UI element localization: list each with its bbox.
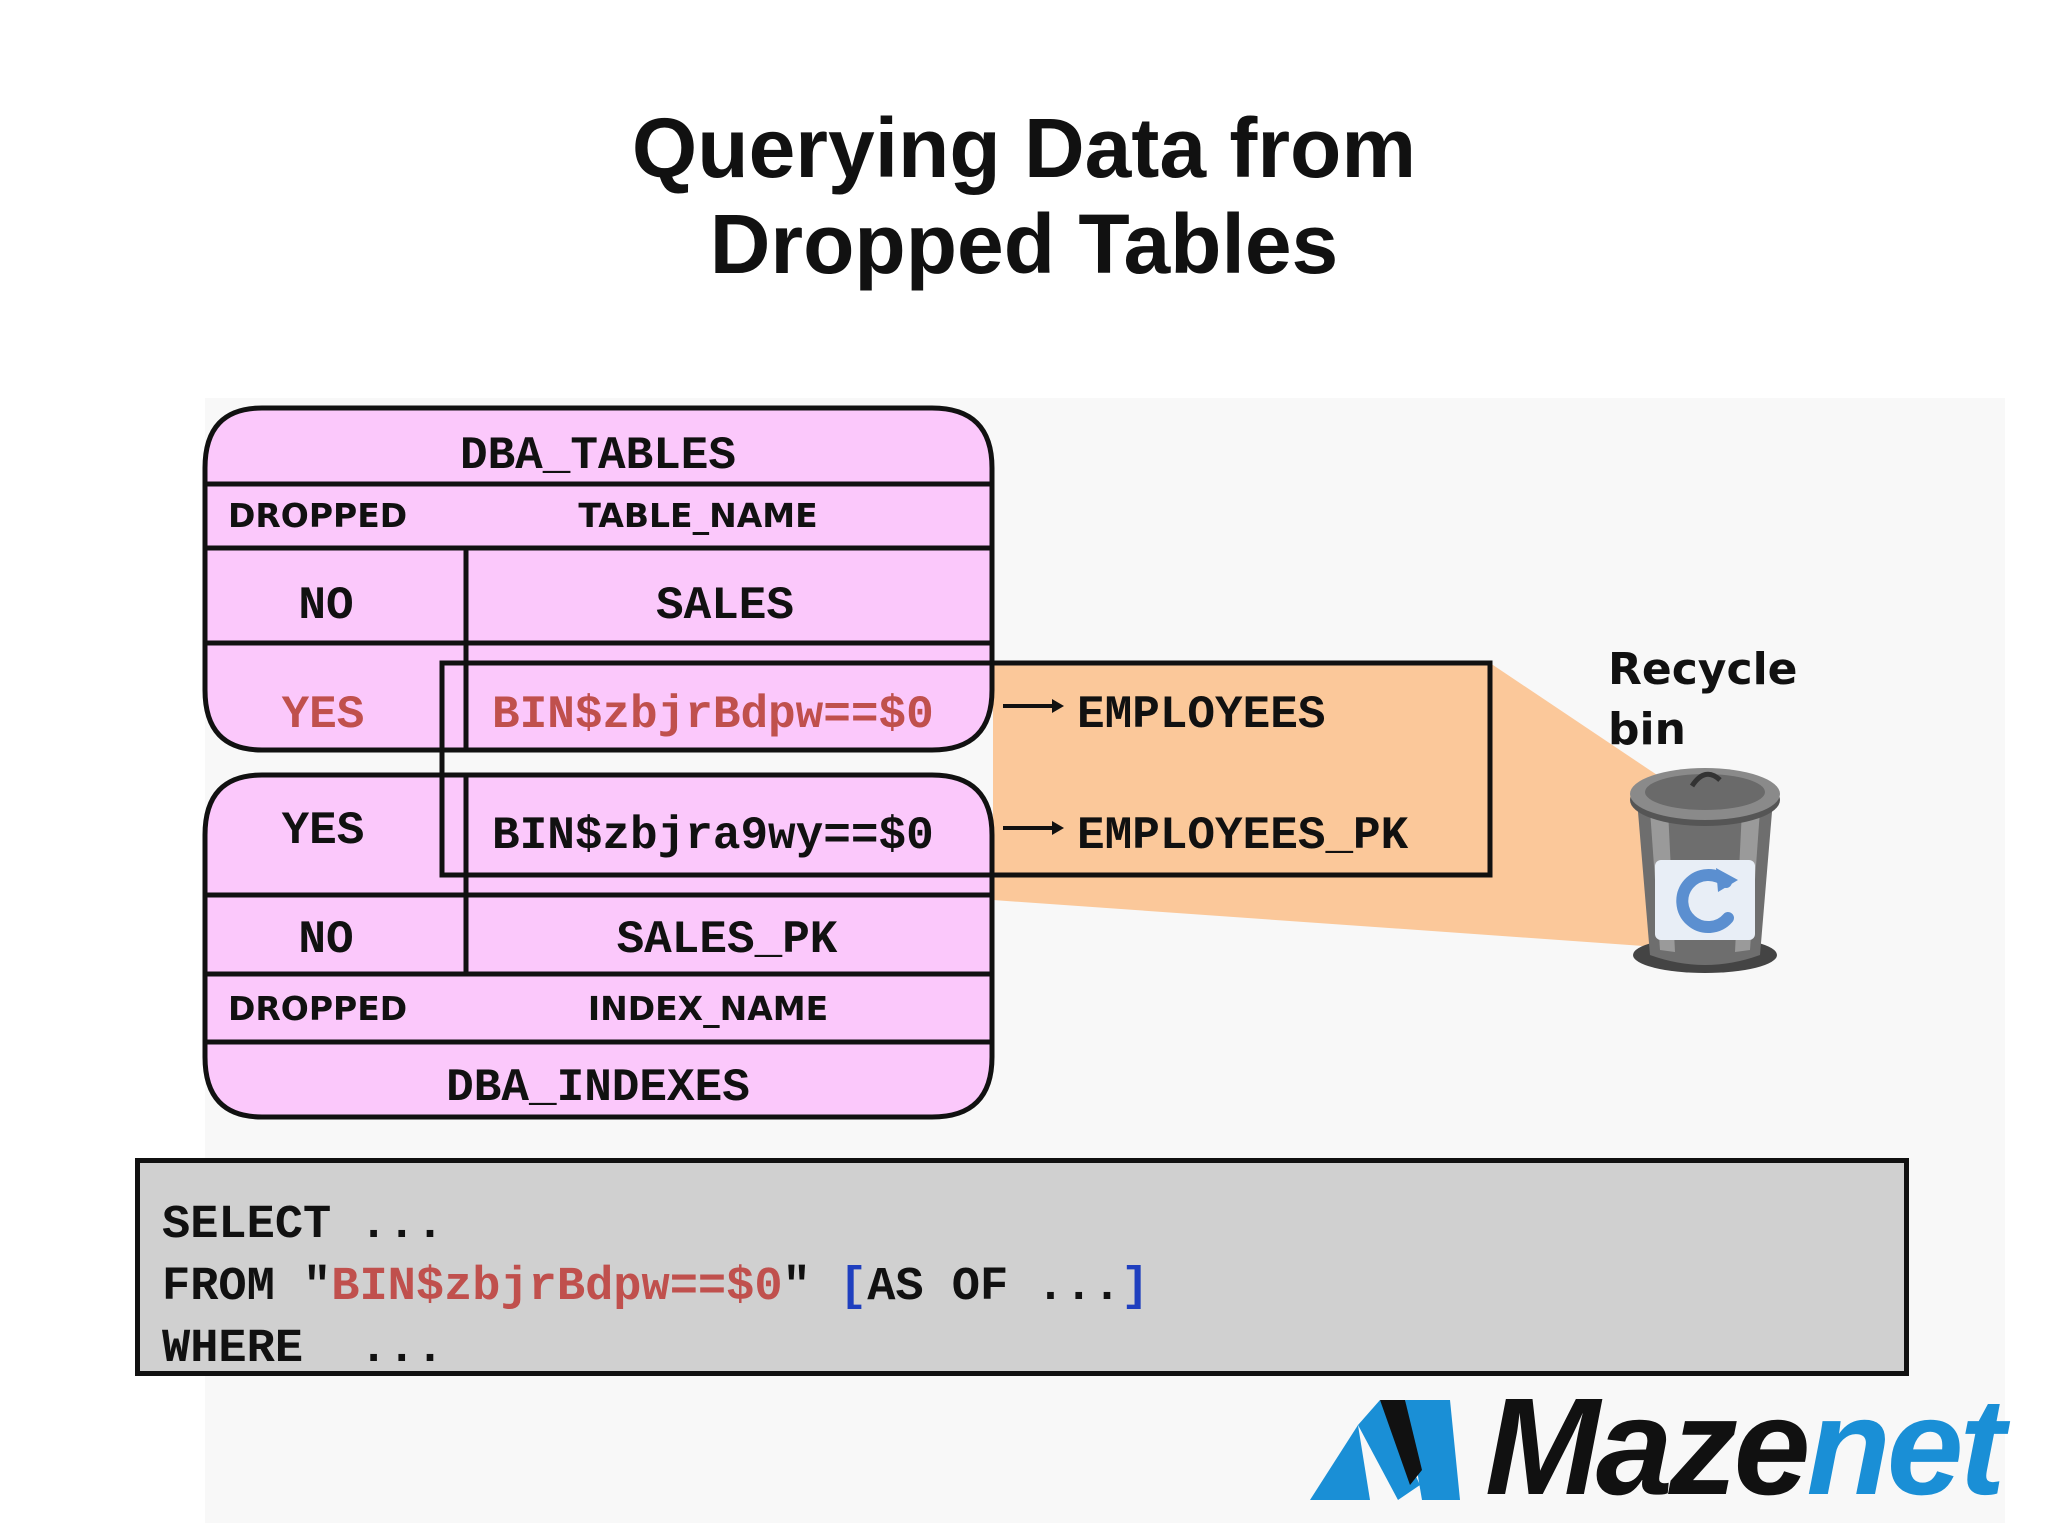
- sql-from-object: BIN$zbjrBdpw==$0: [331, 1261, 783, 1314]
- title-line-2: Dropped Tables: [709, 197, 1339, 291]
- dba-indexes-col-name: INDEX_NAME: [588, 989, 828, 1028]
- recycle-bin-label-line2: bin: [1608, 704, 1686, 755]
- dba-tables-row1-name: SALES: [656, 580, 794, 632]
- mazenet-logo-icon: [1310, 1400, 1460, 1500]
- original-table-name: EMPLOYEES: [1077, 689, 1325, 741]
- original-index-name: EMPLOYEES_PK: [1077, 810, 1409, 862]
- recycle-bin-label: Recycle bin: [1608, 640, 1798, 760]
- dropped-objects-box: [439, 660, 1493, 878]
- mazenet-logo-text: Mazenet: [1485, 1370, 2005, 1524]
- dba-indexes-panel: YES BIN$zbjra9wy==$0 NO SALES_PK DROPPED…: [202, 772, 995, 1120]
- sql-select-line: SELECT ...: [162, 1195, 1904, 1257]
- dba-tables-col-name: TABLE_NAME: [578, 496, 817, 535]
- dba-tables-panel: DBA_TABLES DROPPED TABLE_NAME NO SALES Y…: [202, 405, 995, 753]
- dba-indexes-title: DBA_INDEXES: [446, 1062, 750, 1114]
- sql-select-keyword: SELECT: [162, 1199, 332, 1252]
- dba-tables-row2-name: BIN$zbjrBdpw==$0: [492, 689, 934, 741]
- sql-bracket-open: [: [838, 1261, 868, 1314]
- sql-bracket-close: ]: [1121, 1261, 1150, 1314]
- recycle-bin-label-line1: Recycle: [1608, 644, 1798, 695]
- page-title: Querying Data from Dropped Tables: [0, 100, 2048, 292]
- sql-from-quote-open: ": [274, 1261, 332, 1314]
- logo-text-a: Maze: [1485, 1370, 1810, 1524]
- dba-indexes-row1-name: BIN$zbjra9wy==$0: [492, 810, 934, 862]
- dba-tables-title: DBA_TABLES: [460, 430, 736, 482]
- dba-indexes-col-dropped: DROPPED: [228, 989, 407, 1028]
- dba-tables-row2-dropped: YES: [282, 689, 365, 741]
- title-line-1: Querying Data from: [631, 101, 1417, 195]
- mazenet-logo: Mazenet: [1310, 1372, 2005, 1522]
- dba-indexes-row2-name: SALES_PK: [617, 914, 838, 966]
- sql-where-keyword: WHERE: [162, 1323, 304, 1376]
- logo-text-b: net: [1806, 1370, 2005, 1524]
- sql-where-rest: ...: [303, 1323, 445, 1376]
- sql-code-box: SELECT ... FROM "BIN$zbjrBdpw==$0" [AS O…: [135, 1158, 1909, 1376]
- sql-select-rest: ...: [331, 1199, 445, 1252]
- recycle-bin-icon: [1630, 768, 1780, 973]
- sql-from-quote-close: ": [782, 1261, 811, 1314]
- sql-from-line: FROM "BIN$zbjrBdpw==$0" [AS OF ...]: [162, 1257, 1904, 1319]
- arrow-icon: [1003, 699, 1064, 713]
- arrow-icon: [1003, 821, 1064, 835]
- sql-from-keyword: FROM: [162, 1261, 275, 1314]
- sql-as-of: AS OF ...: [867, 1261, 1122, 1314]
- dba-indexes-row2-dropped: NO: [298, 914, 353, 966]
- dba-tables-row1-dropped: NO: [298, 580, 353, 632]
- dba-tables-col-dropped: DROPPED: [228, 496, 407, 535]
- sql-where-line: WHERE ...: [162, 1319, 1904, 1381]
- dba-indexes-row1-dropped: YES: [282, 805, 365, 857]
